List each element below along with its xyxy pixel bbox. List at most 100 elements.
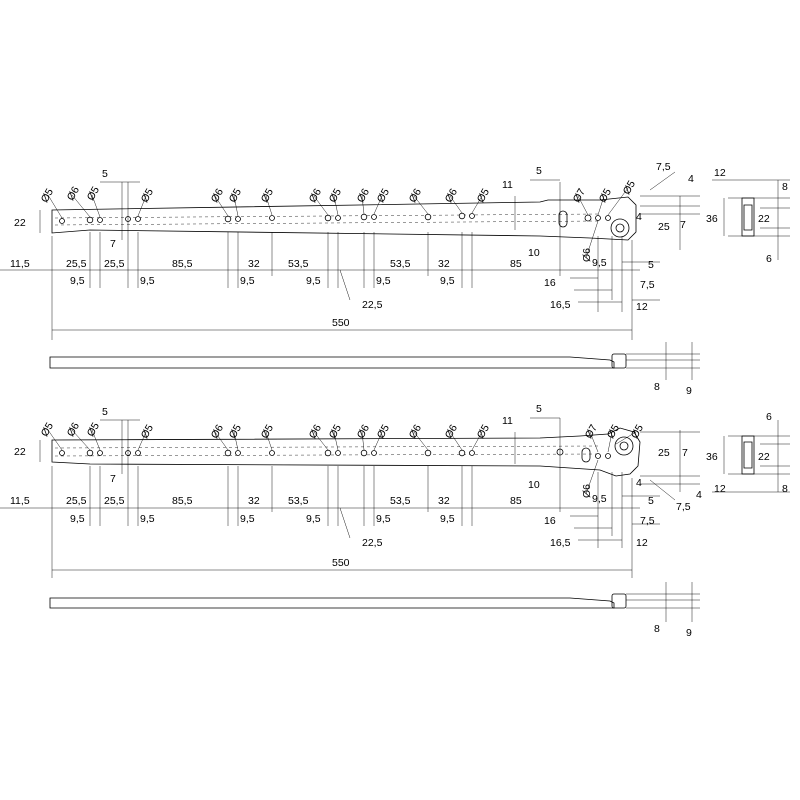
dim-label: 85,5 — [172, 258, 193, 270]
dim-label: 12 — [714, 483, 726, 495]
dim-label: 25,5 — [104, 258, 125, 270]
hole-label: Ø5 — [139, 186, 156, 204]
dim-label: 16,5 — [550, 537, 571, 549]
dim-label: 7,5 — [640, 515, 655, 527]
hole-label: Ø6 — [407, 186, 424, 204]
hole-label: Ø6 — [65, 420, 82, 438]
dim-label: 32 — [438, 495, 450, 507]
dim-label: 12 — [636, 537, 648, 549]
dim-label: 22,5 — [362, 537, 383, 549]
dim-label: 10 — [528, 479, 540, 491]
dim-label: 9,5 — [240, 513, 255, 525]
dim-label: 7,5 — [656, 161, 671, 173]
hole-label: Ø5 — [139, 422, 156, 440]
dim-label: 16 — [544, 277, 556, 289]
dim-label: 5 — [102, 406, 108, 418]
hole-label: Ø5 — [227, 186, 244, 204]
dim-label: 7 — [110, 473, 116, 485]
hole-label: Ø5 — [327, 422, 344, 440]
dim-label: 11 — [502, 415, 513, 427]
dim-label: 53,5 — [390, 495, 411, 507]
hole-label: Ø5 — [227, 422, 244, 440]
dim-label: 12 — [636, 301, 648, 313]
dim-label: 4 — [696, 489, 702, 501]
dim-label: 5 — [648, 259, 654, 271]
dim-label: 6 — [766, 253, 772, 265]
hole-label: Ø6 — [307, 186, 324, 204]
dim-label: 12 — [714, 167, 726, 179]
hole-label: Ø6 — [307, 422, 324, 440]
hole-label: Ø5 — [259, 422, 276, 440]
dim-label: 7 — [680, 219, 686, 231]
dim-label: 8 — [654, 623, 660, 635]
dim-label: 7 — [682, 447, 688, 459]
dimension-lines — [0, 417, 700, 578]
dim-label: 25,5 — [66, 258, 87, 270]
dim-label: 5 — [536, 403, 542, 415]
dim-label: 9,5 — [306, 275, 321, 287]
dim-label: 9,5 — [440, 513, 455, 525]
dim-label: 25,5 — [104, 495, 125, 507]
dim-label: 53,5 — [288, 258, 309, 270]
hole-leaders — [47, 429, 637, 495]
dim-label: 16 — [544, 515, 556, 527]
hole-label: Ø7 — [583, 422, 600, 440]
dim-label: 9,5 — [376, 275, 391, 287]
hole-label: Ø6 — [355, 186, 372, 204]
dim-label: 9 — [686, 385, 692, 397]
dim-label: 9,5 — [592, 257, 607, 269]
dim-label: 4 — [688, 173, 694, 185]
dim-label: 7 — [110, 238, 116, 250]
dim-label: 53,5 — [390, 258, 411, 270]
dim-label: 11,5 — [10, 495, 30, 507]
dim-label: 9,5 — [306, 513, 321, 525]
hole-label: Ø5 — [629, 422, 646, 440]
dim-label: 7,5 — [676, 501, 691, 513]
dim-label: 9,5 — [70, 513, 85, 525]
dim-label: 36 — [706, 451, 718, 463]
dim-label: 22,5 — [362, 299, 383, 311]
hole-label: Ø6 — [209, 186, 226, 204]
dim-label: 8 — [782, 181, 788, 193]
dim-label: 11,5 — [10, 258, 30, 270]
end-view — [712, 179, 790, 260]
dim-label: 9,5 — [70, 275, 85, 287]
dim-label: 32 — [438, 258, 450, 270]
hole-label: Ø7 — [571, 186, 588, 204]
dim-label: 5 — [536, 165, 542, 177]
dim-label: 11 — [502, 179, 513, 191]
dim-label: 9,5 — [440, 275, 455, 287]
hole-label: Ø5 — [259, 186, 276, 204]
dim-label: 6 — [766, 411, 772, 423]
hole-leaders — [47, 187, 629, 259]
dim-label: 25 — [658, 447, 670, 459]
hole-label: Ø5 — [475, 186, 492, 204]
dim-label: 36 — [706, 213, 718, 225]
dim-label: 22 — [758, 213, 770, 225]
dim-label: 9 — [686, 627, 692, 639]
dim-label: 32 — [248, 495, 260, 507]
dim-label: 22 — [14, 217, 26, 229]
dim-label: 9,5 — [240, 275, 255, 287]
rail-holes — [59, 448, 611, 459]
dim-label: 9,5 — [140, 275, 155, 287]
dim-label: 85 — [510, 258, 522, 270]
hole-label: Ø6 — [581, 248, 593, 262]
hole-label: Ø5 — [621, 178, 638, 196]
dim-label: 9,5 — [592, 493, 607, 505]
end-view — [712, 420, 790, 493]
hole-label: Ø5 — [375, 186, 392, 204]
hole-label: Ø5 — [39, 420, 56, 438]
dim-label: 5 — [102, 168, 108, 180]
hole-label: Ø6 — [581, 484, 593, 498]
dim-label: 8 — [654, 381, 660, 393]
dim-label: 4 — [636, 477, 642, 489]
drawing-b: Ø5 Ø6 Ø5 Ø5 Ø6 Ø5 Ø5 Ø6 Ø5 Ø6 Ø5 Ø6 Ø6 Ø… — [0, 403, 790, 639]
dim-label: 550 — [332, 557, 350, 569]
dim-label: 25,5 — [66, 495, 87, 507]
dim-label: 8 — [782, 483, 788, 495]
dimension-labels: Ø5 Ø6 Ø5 Ø5 Ø6 Ø5 Ø5 Ø6 Ø5 Ø6 Ø5 Ø6 Ø6 Ø… — [10, 161, 788, 397]
dim-label: 22 — [14, 446, 26, 458]
hole-label: Ø6 — [65, 184, 82, 202]
